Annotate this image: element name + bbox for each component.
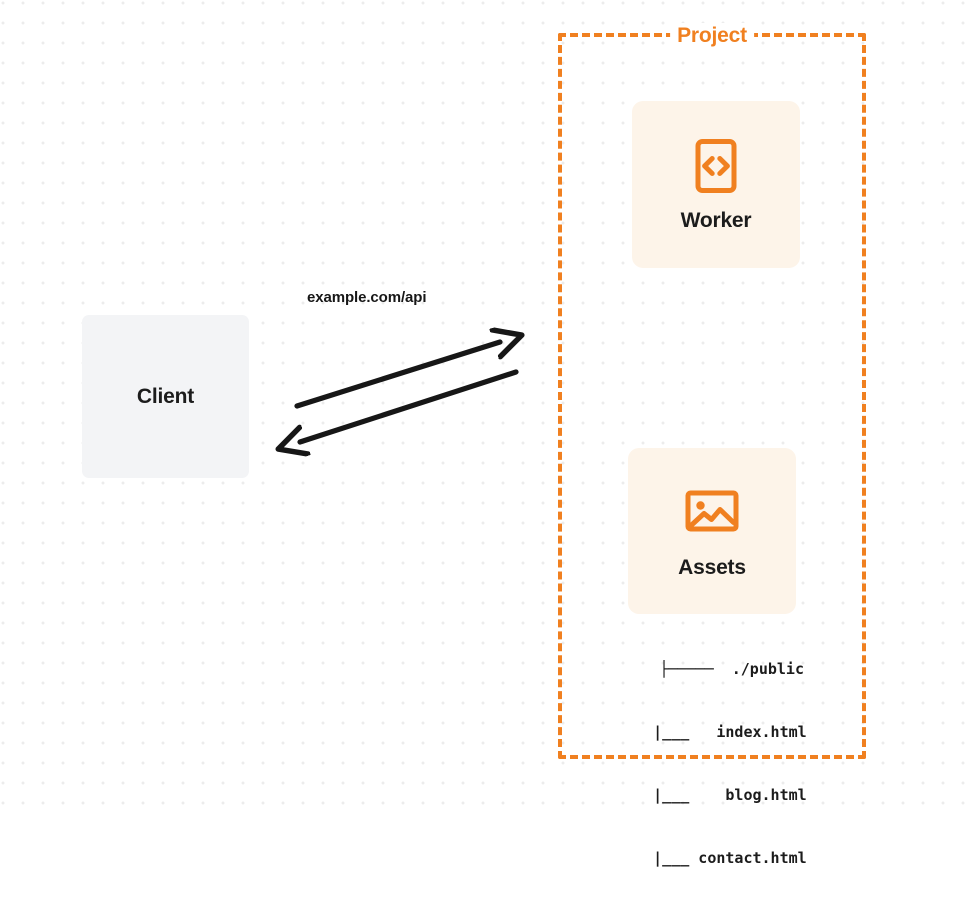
file-tree-row: |___ contact.html <box>608 849 807 867</box>
node-client-label: Client <box>136 384 195 408</box>
file-tree-row: |___ index.html <box>608 723 807 741</box>
node-client[interactable]: Client <box>82 315 249 478</box>
response-arrow <box>300 369 519 442</box>
file-tree-row: ├───── ./public <box>659 660 805 678</box>
image-icon <box>685 490 739 532</box>
diagram-canvas: Client example.com/api Project Worker <box>0 0 980 867</box>
file-tree-row: |___ blog.html <box>608 786 807 804</box>
node-assets-label: Assets <box>678 556 746 579</box>
node-assets[interactable]: Assets <box>628 448 796 614</box>
connection-label: example.com/api <box>307 289 427 306</box>
code-brackets-icon <box>695 138 737 193</box>
group-project-title: Project <box>670 23 754 49</box>
group-project: Project <box>558 23 866 759</box>
file-tree: ├───── ./public |___ index.html |___ blo… <box>608 617 807 911</box>
node-worker-label: Worker <box>680 208 752 232</box>
request-arrow <box>294 342 500 409</box>
node-worker[interactable]: Worker <box>632 101 800 268</box>
